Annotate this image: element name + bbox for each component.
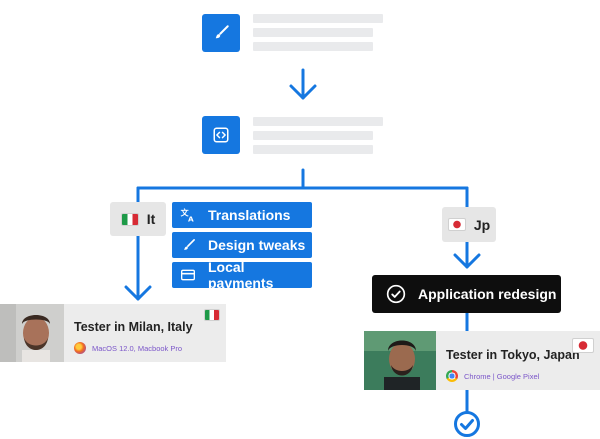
tester-photo	[364, 331, 436, 390]
placeholder-line	[253, 131, 373, 140]
placeholder-line	[253, 117, 383, 126]
task-local-payments[interactable]: Local payments	[172, 259, 312, 291]
tester-card-tokyo: Tester in Tokyo, Japan Chrome | Google P…	[364, 331, 600, 390]
tester-title: Tester in Milan, Italy	[74, 320, 193, 334]
tester-card-milan: Tester in Milan, Italy MacOS 12.0, Macbo…	[0, 304, 226, 362]
chrome-icon	[446, 370, 458, 382]
task-design-tweaks[interactable]: Design tweaks	[172, 232, 312, 258]
task-label: Design tweaks	[208, 237, 306, 253]
task-label: Application redesign	[418, 286, 557, 302]
firefox-icon	[74, 342, 86, 354]
svg-text:文: 文	[181, 208, 190, 218]
credit-card-icon	[180, 267, 196, 283]
tester-title: Tester in Tokyo, Japan	[446, 348, 580, 362]
italy-flag-icon	[204, 309, 220, 321]
step-design-tile	[202, 14, 240, 52]
placeholder-line	[253, 28, 373, 37]
tester-device: Chrome | Google Pixel	[464, 371, 540, 381]
japan-flag-icon	[572, 338, 594, 353]
task-label: Translations	[208, 207, 291, 223]
check-circle-icon	[454, 411, 480, 437]
placeholder-line	[253, 14, 383, 23]
task-application-redesign[interactable]: Application redesign	[372, 275, 561, 313]
language-label: Jp	[473, 216, 491, 233]
language-tag-italian: It	[110, 202, 166, 236]
japan-flag-icon	[447, 218, 466, 231]
placeholder-line	[253, 42, 373, 51]
tester-device: MacOS 12.0, Macbook Pro	[92, 343, 183, 353]
step-code-tile	[202, 116, 240, 154]
task-label: Local payments	[208, 259, 274, 291]
paintbrush-icon	[215, 25, 229, 39]
paintbrush-icon	[180, 237, 196, 253]
placeholder-line	[253, 145, 373, 154]
check-circle-icon	[386, 284, 406, 304]
svg-text:A: A	[188, 215, 194, 223]
code-icon	[213, 127, 229, 143]
tester-photo	[0, 304, 64, 362]
language-label: It	[146, 211, 156, 227]
language-tag-japanese: Jp	[442, 207, 496, 242]
italy-flag-icon	[120, 212, 139, 226]
